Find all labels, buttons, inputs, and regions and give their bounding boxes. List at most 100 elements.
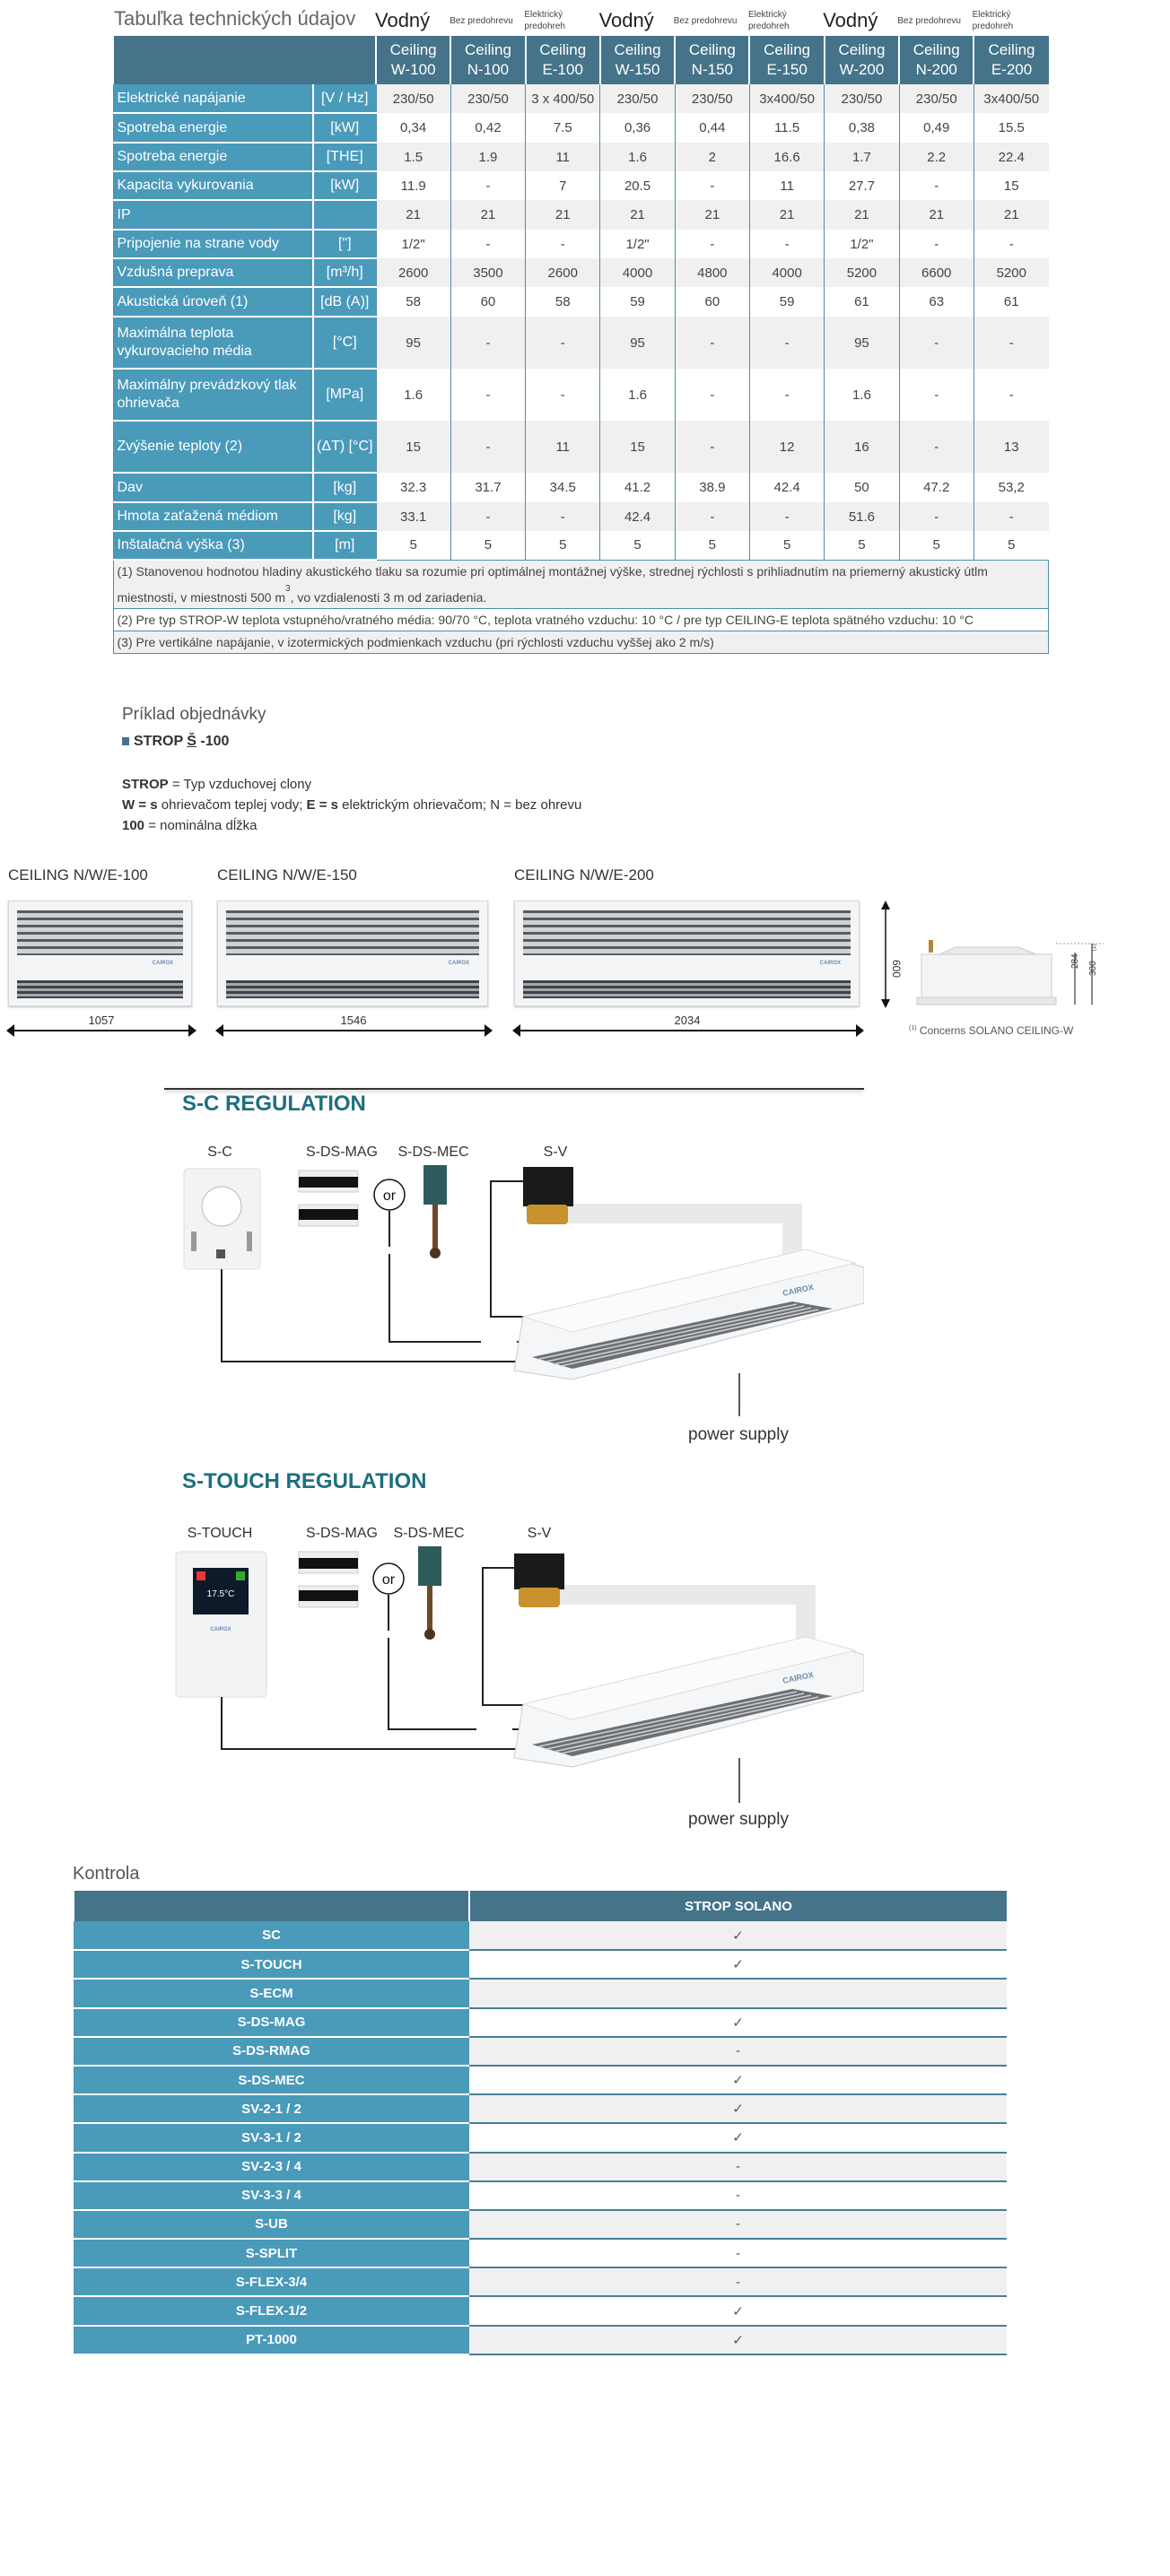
group-electric-line2: predohreh	[748, 22, 790, 31]
cell-value: -	[973, 502, 1049, 531]
cell-value: -	[973, 317, 1049, 369]
cell-value: 5200	[973, 258, 1049, 287]
legend-text: ohrievačom teplej vody;	[157, 797, 307, 813]
cell-value: 42.4	[599, 502, 676, 531]
side-height-284: 284	[1070, 953, 1080, 969]
cell-value: 32.3	[375, 473, 451, 502]
cell-value: 38.9	[674, 473, 750, 502]
spec-row: Hmota zaťažená médiom[kg]33.1--42.4--51.…	[112, 502, 1049, 532]
cell-value: -	[525, 230, 600, 258]
cell-value: -	[674, 230, 750, 258]
sc-regulation-title: S-C REGULATION	[182, 1092, 366, 1116]
group-none-label: Bez predohrevu	[897, 15, 961, 26]
kontrola-header-row: STROP SOLANO	[73, 1891, 1007, 1921]
header-blank	[112, 36, 376, 84]
row-label: IP	[112, 200, 313, 231]
control-name: S-DS-MEC	[74, 2065, 469, 2096]
cell-value: 15.5	[973, 113, 1049, 143]
group-electric-line1: Elektrický	[972, 10, 1011, 20]
column-header-line2: E-150	[766, 61, 808, 78]
cell-value: 5	[973, 531, 1049, 560]
column-header-line1: Ceiling	[539, 41, 587, 58]
column-header-line1: Ceiling	[764, 41, 811, 58]
control-name: S-DS-RMAG	[74, 2036, 469, 2067]
group-electric-line1: Elektrický	[748, 10, 787, 20]
row-label: Vzdušná preprava	[112, 258, 313, 288]
cell-value: 51.6	[824, 502, 900, 531]
wire-switch	[388, 1595, 521, 1730]
group-none-label: Bez predohrevu	[450, 15, 513, 26]
kontrola-row: SV-3-3 / 4-	[74, 2180, 1007, 2211]
mechanical-switch-icon	[418, 1546, 441, 1640]
legend-key: W = s	[122, 797, 158, 813]
cell-value: -	[898, 421, 974, 473]
legend-key: E = s	[306, 797, 338, 813]
cell-value: 21	[450, 200, 526, 230]
label-s-ds-mec: S-DS-MEC	[397, 1144, 468, 1160]
row-unit: (ΔT) [°C]	[312, 421, 376, 474]
cell-value: 20.5	[599, 171, 676, 200]
control-name: S-ECM	[74, 1979, 469, 2009]
column-header-line2: E-200	[991, 61, 1033, 78]
compatibility-mark: ✓	[469, 2007, 1007, 2038]
row-unit: [°C]	[312, 317, 376, 370]
cell-value: -	[450, 171, 526, 200]
kontrola-row: SC✓	[74, 1921, 1007, 1952]
cell-value: 27.7	[824, 171, 900, 200]
cell-value: 5	[599, 531, 676, 560]
cell-value: 5	[450, 531, 526, 560]
cell-value: 21	[824, 200, 900, 230]
compatibility-mark: ✓	[469, 2296, 1007, 2327]
cell-value: 11	[525, 143, 600, 171]
control-name: SV-2-1 / 2	[74, 2094, 469, 2125]
row-label: Spotreba energie	[112, 143, 313, 172]
cell-value: -	[898, 369, 974, 421]
cell-value: 95	[375, 317, 451, 369]
footnote-text: (3) Pre vertikálne napájanie, v izotermi…	[117, 635, 714, 649]
column-header-line2: N-100	[467, 61, 510, 78]
row-unit: [MPa]	[312, 369, 376, 422]
cell-value: 15	[375, 421, 451, 473]
group-none-label: Bez predohrevu	[673, 15, 738, 26]
compatibility-mark: ✓	[469, 2123, 1007, 2154]
label-s-touch: S-TOUCH	[188, 1526, 253, 1541]
label-s-ds-mec: S-DS-MEC	[393, 1526, 464, 1541]
sc-regulation-diagram: S-C REGULATION S-C S-DS-MAG S-DS-MEC S-V…	[164, 1088, 864, 1447]
cell-value: -	[674, 171, 750, 200]
compatibility-mark: -	[469, 2180, 1007, 2211]
cell-value: 230/50	[898, 84, 974, 113]
cell-value: -	[450, 369, 526, 421]
row-unit: [V / Hz]	[312, 84, 376, 114]
cell-value: 5	[674, 531, 750, 560]
height-600: 600	[890, 960, 903, 978]
wire-valve	[490, 1180, 525, 1318]
compatibility-mark: -	[469, 2239, 1007, 2269]
model-label-100: CEILING N/W/E-100	[8, 866, 148, 883]
unit-front-view-100: CAIROX	[8, 901, 192, 1006]
footnote-text: (1) Stanovenou hodnotou hladiny akustick…	[117, 564, 988, 605]
cell-value: -	[898, 171, 974, 200]
control-name: PT-1000	[74, 2325, 469, 2355]
height-dimension-and-side-view: 600 284 300 (1)	[881, 901, 1104, 1008]
cell-value: 2600	[375, 258, 451, 287]
cell-value: -	[898, 317, 974, 369]
cell-value: 15	[973, 171, 1049, 200]
group-water-label: Vodný	[375, 9, 431, 31]
row-label: Spotreba energie	[112, 113, 313, 144]
legend-key: 100	[122, 818, 145, 833]
touch-panel-icon: 17.5°C CAIROX	[175, 1551, 267, 1698]
cell-value: -	[674, 421, 750, 473]
cell-value: 1.6	[824, 369, 900, 421]
cell-value: 0,44	[674, 113, 750, 143]
row-label: Pripojenie na strane vody	[112, 230, 313, 259]
or-circle	[372, 1562, 405, 1595]
row-unit	[312, 200, 376, 231]
kontrola-row: S-ECM	[74, 1979, 1007, 2009]
cell-value: 1/2"	[375, 230, 451, 258]
